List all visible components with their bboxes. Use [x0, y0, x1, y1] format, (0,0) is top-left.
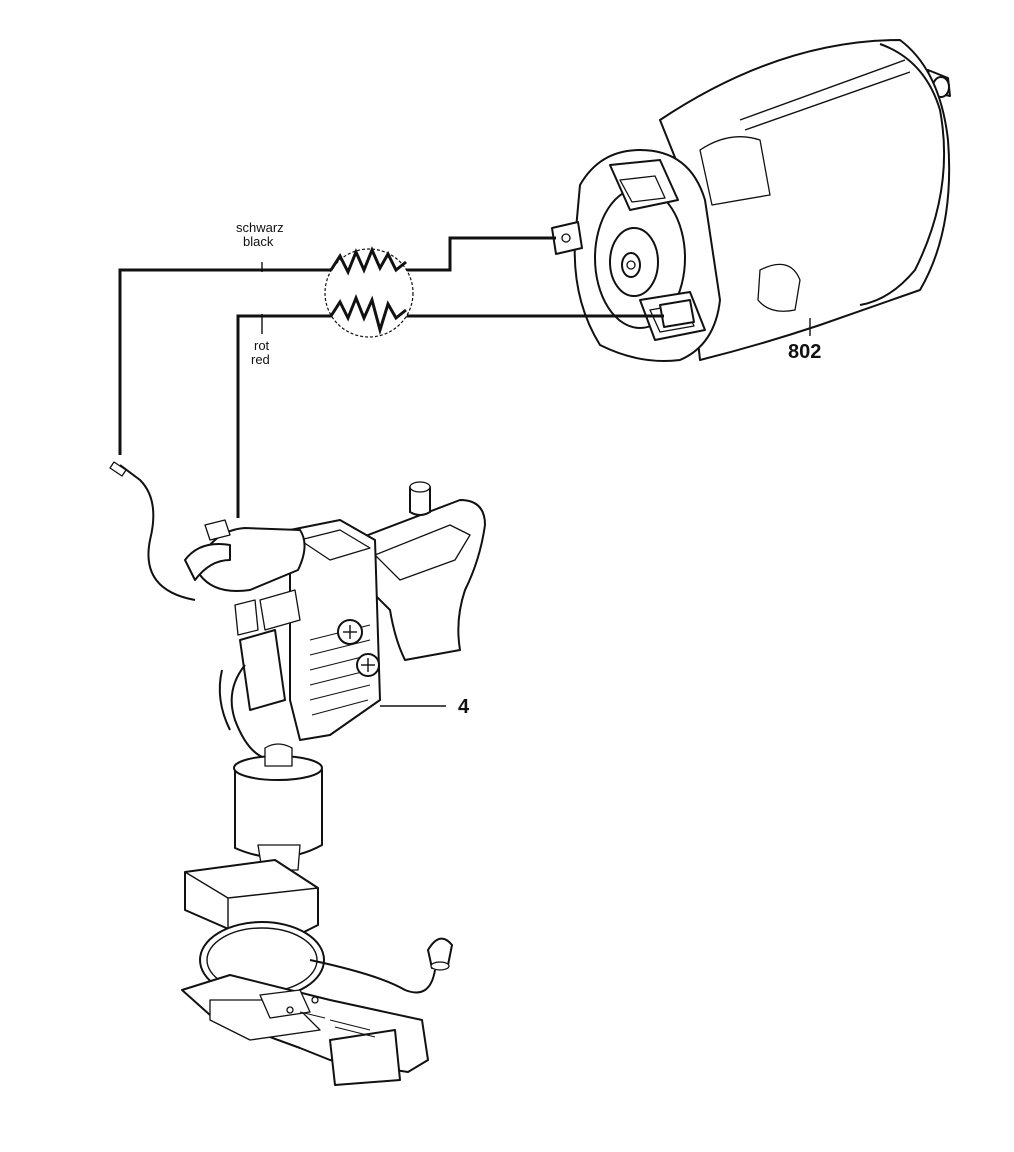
red-wire-label-en: red — [251, 352, 270, 367]
switch-part-number: 4 — [458, 696, 470, 718]
red-wire-label-de: rot — [254, 338, 270, 353]
motor-part-number: 802 — [788, 341, 821, 363]
switch-assembly-4 — [109, 461, 486, 1086]
black-wire-label-de: schwarz — [236, 220, 284, 235]
wire-break-detail — [324, 246, 414, 338]
red-wire — [236, 314, 664, 518]
motor-802 — [551, 39, 951, 362]
black-wire — [118, 236, 556, 455]
black-wire-label-en: black — [243, 234, 274, 249]
